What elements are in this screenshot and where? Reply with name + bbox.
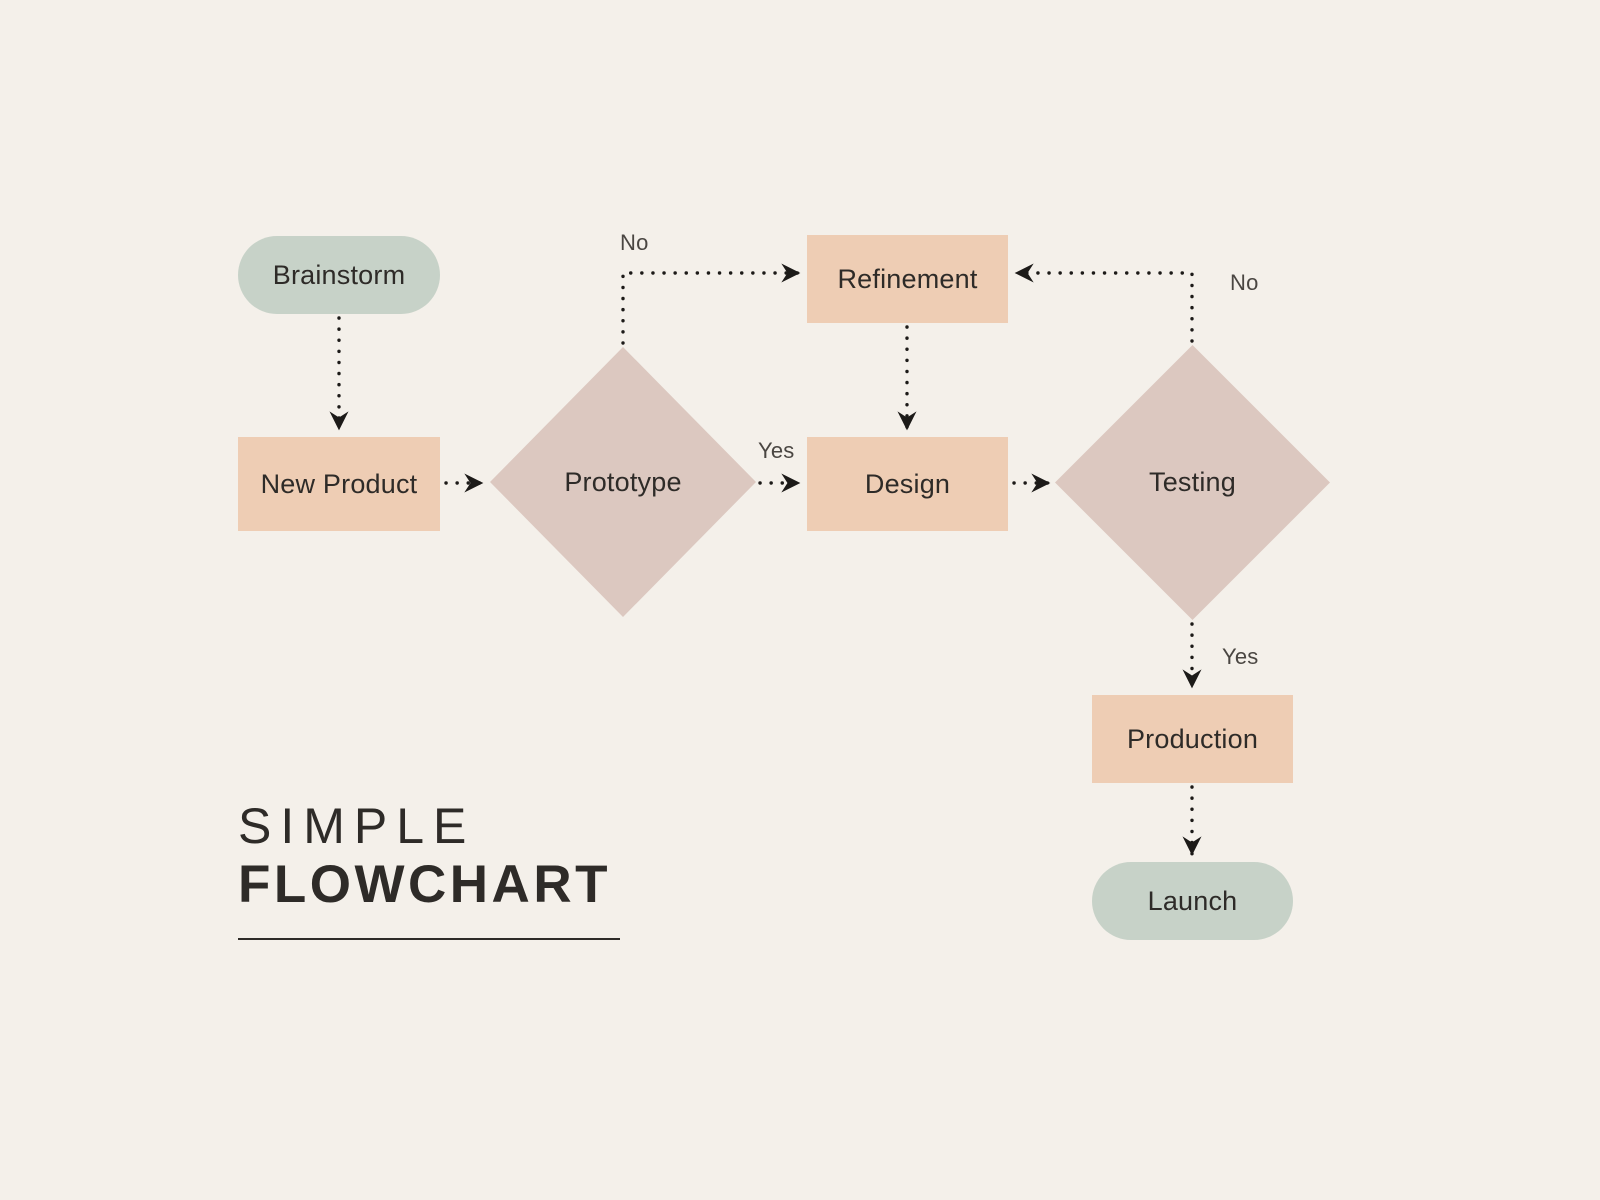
node-refinement[interactable]: Refinement: [807, 235, 1008, 323]
node-brainstorm[interactable]: Brainstorm: [238, 236, 440, 314]
node-prototype-label: Prototype: [564, 466, 682, 497]
title-line-flowchart: FLOWCHART: [238, 854, 611, 914]
node-production[interactable]: Production: [1092, 695, 1293, 783]
edge-label-no-prototype: No: [620, 230, 649, 255]
node-prototype[interactable]: Prototype: [490, 347, 756, 617]
edge-label-yes-testing: Yes: [1222, 644, 1259, 669]
edge-prototype-to-refinement: [621, 263, 801, 345]
title-block: SIMPLE FLOWCHART: [238, 798, 758, 941]
node-design-label: Design: [864, 468, 951, 499]
node-testing[interactable]: Testing: [1055, 345, 1330, 620]
node-new-product-label: New Product: [260, 468, 418, 499]
title-line-simple: SIMPLE: [238, 798, 476, 854]
node-new-product[interactable]: New Product: [238, 437, 440, 531]
edge-testing-to-refinement: [1014, 263, 1194, 343]
node-brainstorm-label: Brainstorm: [272, 259, 406, 290]
node-testing-label: Testing: [1149, 467, 1236, 497]
edge-label-no-testing: No: [1230, 270, 1259, 295]
node-refinement-label: Refinement: [837, 263, 978, 294]
node-launch[interactable]: Launch: [1092, 862, 1293, 940]
node-design[interactable]: Design: [807, 437, 1008, 531]
node-production-label: Production: [1126, 723, 1259, 754]
title-underline-rule: [238, 938, 620, 941]
edge-label-yes-prototype: Yes: [758, 438, 795, 463]
node-launch-label: Launch: [1147, 885, 1238, 916]
